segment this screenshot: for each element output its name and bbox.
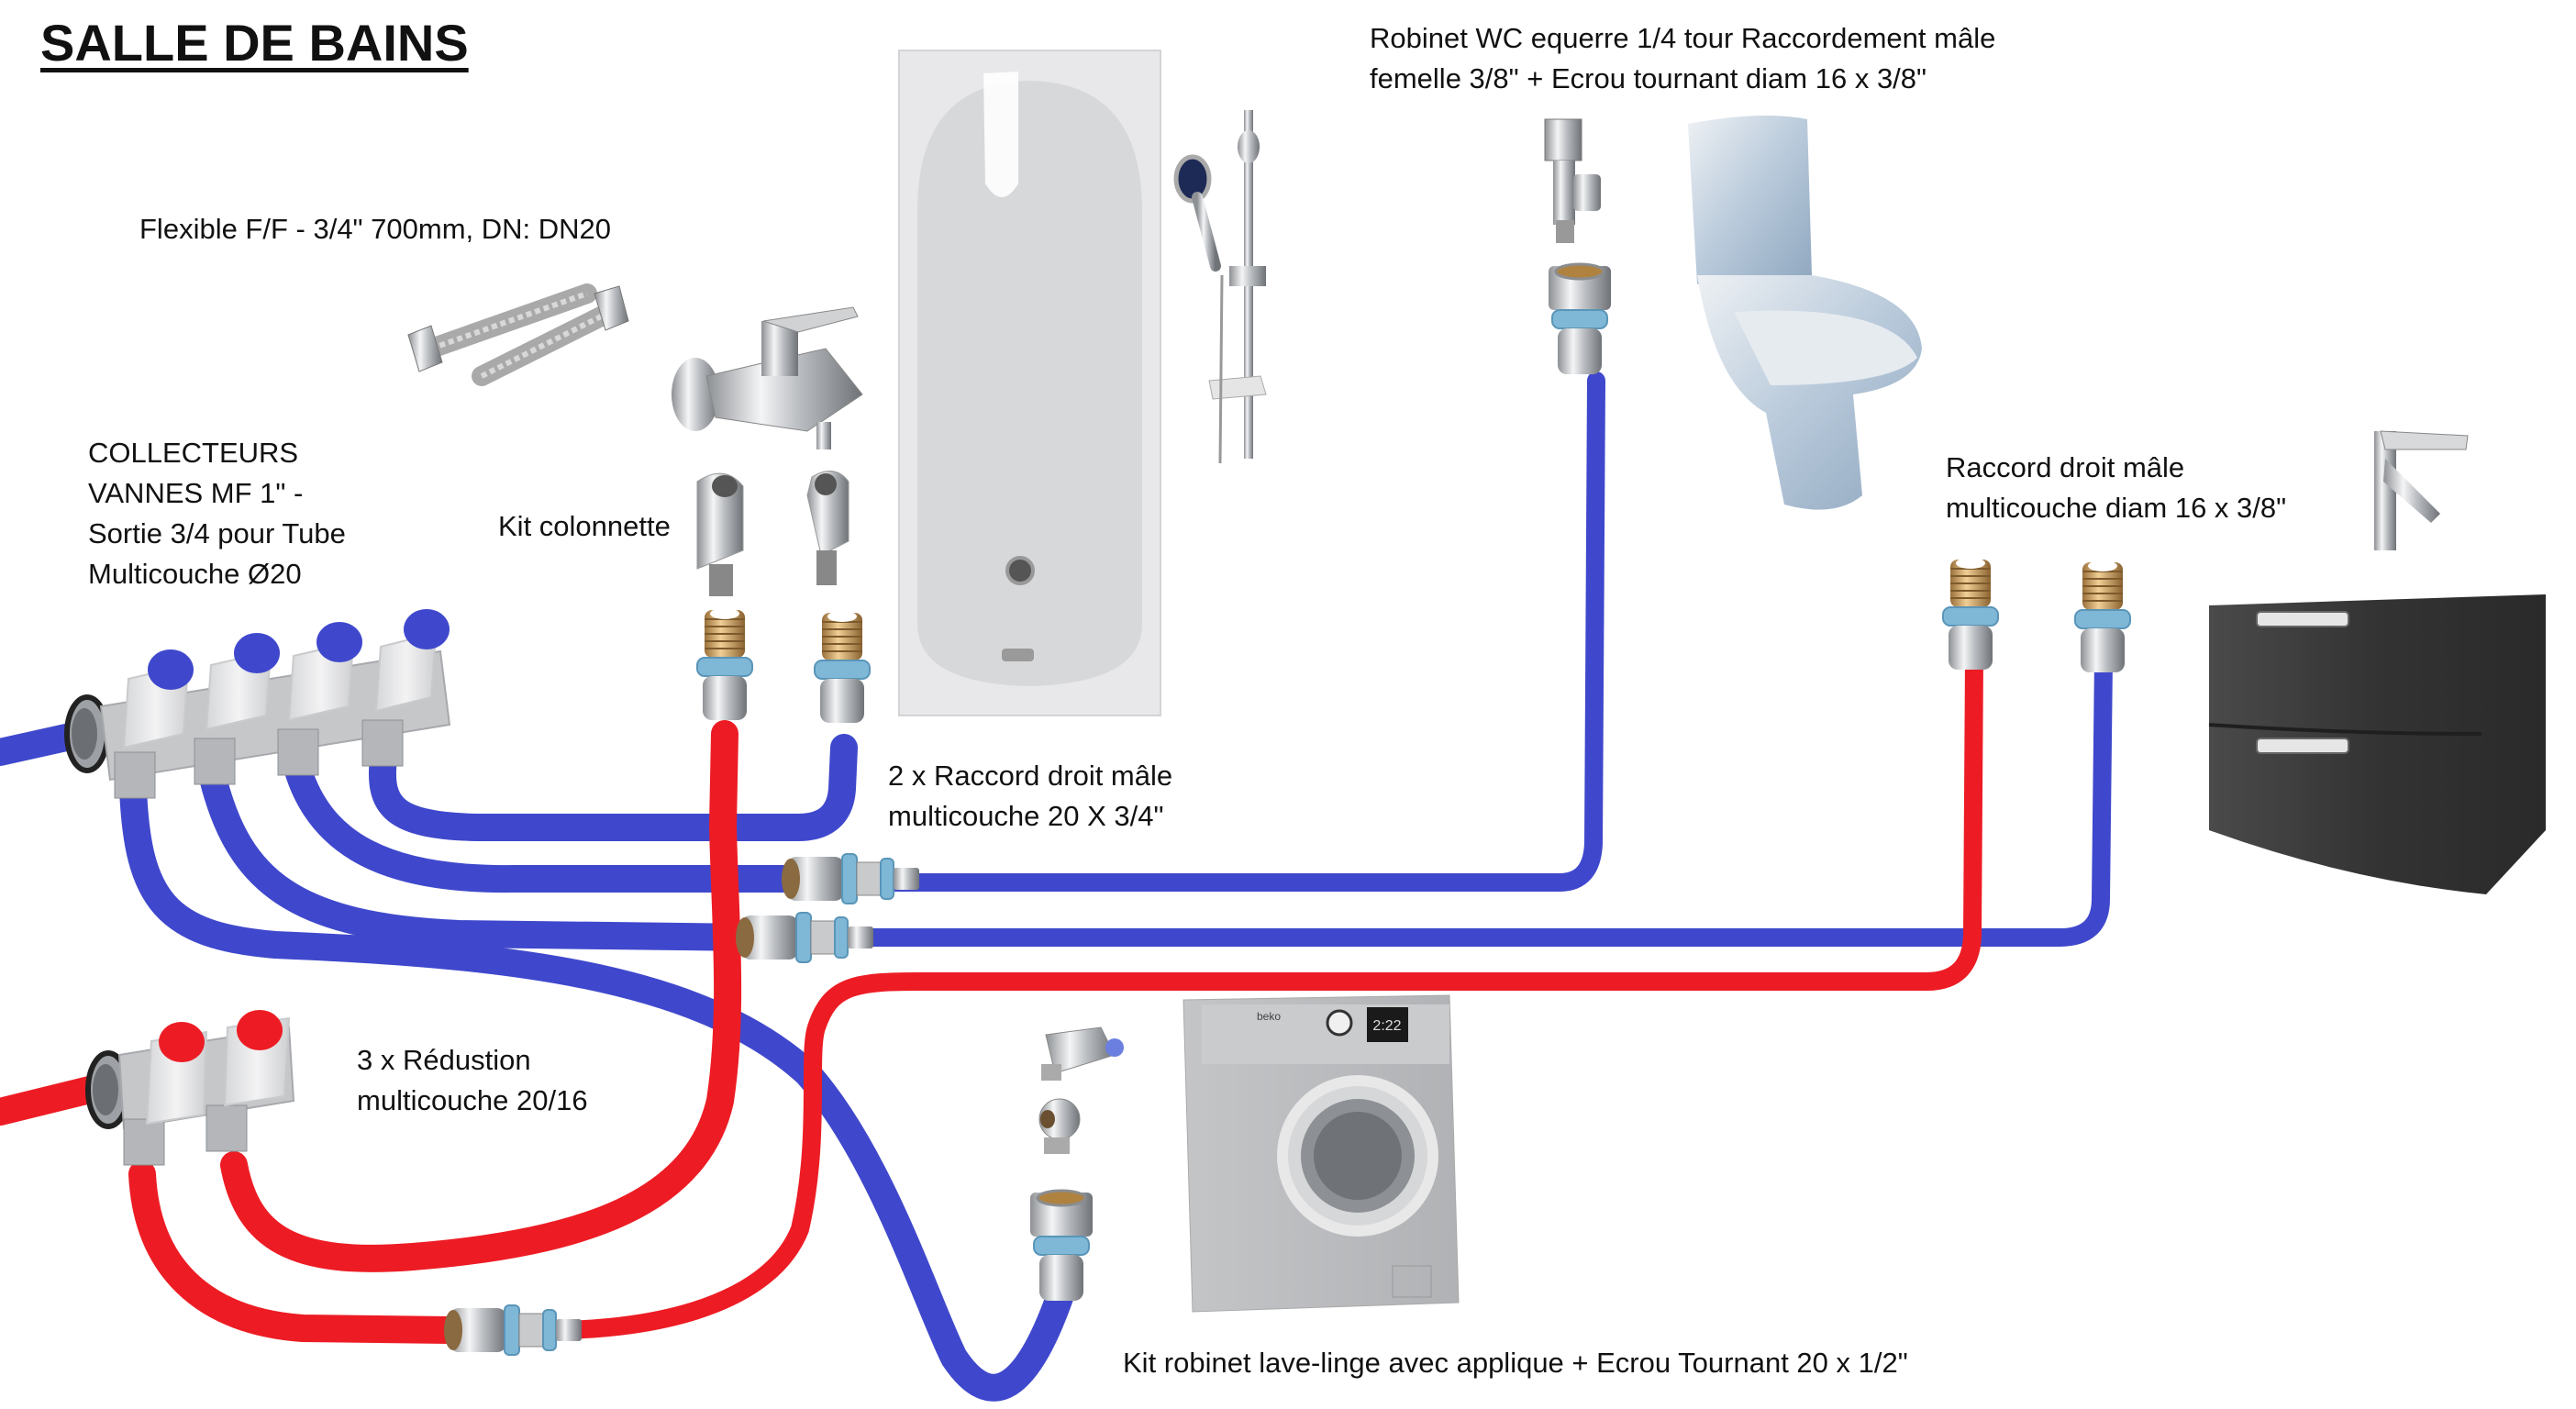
cold-pipe-vanity <box>199 764 766 951</box>
hot-pipe-bath <box>220 720 742 1272</box>
cold-pipe-vanity-2 <box>835 649 2113 947</box>
label-reduction-line: 3 x Rédustion <box>357 1044 531 1076</box>
hot-pipe-vanity <box>128 1160 463 1344</box>
shower-bar <box>1173 110 1267 464</box>
hot-pipe-vanity-2 <box>541 649 1983 1339</box>
cold-pipe-wc <box>284 757 812 893</box>
label-raccord-20: 2 x Raccord droit mâle multicouche 20 X … <box>888 756 1172 837</box>
label-collecteurs-line: Multicouche Ø20 <box>88 558 302 590</box>
page-title: SALLE DE BAINS <box>40 14 469 72</box>
washing-machine-nut-fitting <box>1028 1189 1094 1303</box>
label-collecteurs-line: Sortie 3/4 pour Tube <box>88 517 346 549</box>
label-robinet-wc-line: Robinet WC equerre 1/4 tour Raccordement… <box>1370 22 1996 54</box>
label-lave-linge: Kit robinet lave-linge avec applique + E… <box>1123 1347 1908 1379</box>
flexible-hoses <box>407 283 629 386</box>
raccord-20-fitting-cold <box>814 610 871 724</box>
label-raccord-16-line: Raccord droit mâle <box>1946 451 2185 483</box>
washing-machine-display: 2:22 <box>1372 1018 1401 1034</box>
toilet <box>1688 116 1922 510</box>
label-collecteurs-line: COLLECTEURS <box>88 437 299 469</box>
label-collecteurs-line: VANNES MF 1" - <box>88 477 304 509</box>
hot-water-pipes <box>0 649 1983 1344</box>
label-raccord-20-line: 2 x Raccord droit mâle <box>888 760 1173 792</box>
hot-manifold <box>85 1010 295 1166</box>
label-raccord-16: Raccord droit mâle multicouche diam 16 x… <box>1946 448 2286 528</box>
reduction-fitting-2 <box>735 912 874 963</box>
raccord-16-fitting-hot <box>1942 557 1999 671</box>
label-reduction: 3 x Rédustion multicouche 20/16 <box>357 1040 588 1121</box>
wc-nut-fitting <box>1547 262 1613 376</box>
cold-pipe-washing-machine <box>119 775 1078 1402</box>
hot-inlet-pipe <box>0 1073 115 1126</box>
bath-mixer <box>672 306 863 449</box>
raccord-20-fitting-hot <box>696 607 753 721</box>
hot-valve-caps <box>159 1010 283 1062</box>
basin-mixer <box>2374 430 2469 550</box>
robinet-wc <box>1544 118 1601 243</box>
label-robinet-wc: Robinet WC equerre 1/4 tour Raccordement… <box>1370 18 1995 99</box>
label-flexible: Flexible F/F - 3/4" 700mm, DN: DN20 <box>139 213 612 245</box>
cold-pipe-wc-2 <box>885 372 1605 892</box>
cold-water-pipes <box>0 372 2113 1402</box>
vanity-cabinet <box>2208 594 2546 894</box>
kit-colonnette <box>696 471 849 596</box>
label-collecteurs: COLLECTEURS VANNES MF 1" - Sortie 3/4 po… <box>88 433 346 594</box>
raccord-16-fitting-cold <box>2074 560 2131 673</box>
reduction-fitting-1 <box>781 853 920 904</box>
label-raccord-20-line: multicouche 20 X 3/4" <box>888 800 1164 832</box>
label-kit-colonnette: Kit colonnette <box>498 510 671 542</box>
washing-machine: 2:22 beko <box>1183 994 1460 1313</box>
cold-manifold <box>64 609 451 799</box>
washing-machine-brand: beko <box>1257 1010 1281 1023</box>
reduction-fitting-3 <box>443 1304 583 1356</box>
cold-valve-caps <box>148 609 450 690</box>
cold-pipe-bath <box>369 734 858 841</box>
label-robinet-wc-line: femelle 3/8" + Ecrou tournant diam 16 x … <box>1370 62 1927 94</box>
label-reduction-line: multicouche 20/16 <box>357 1084 588 1116</box>
bathtub <box>898 50 1161 716</box>
washing-machine-tap <box>1038 1026 1124 1154</box>
label-raccord-16-line: multicouche diam 16 x 3/8" <box>1946 492 2287 524</box>
